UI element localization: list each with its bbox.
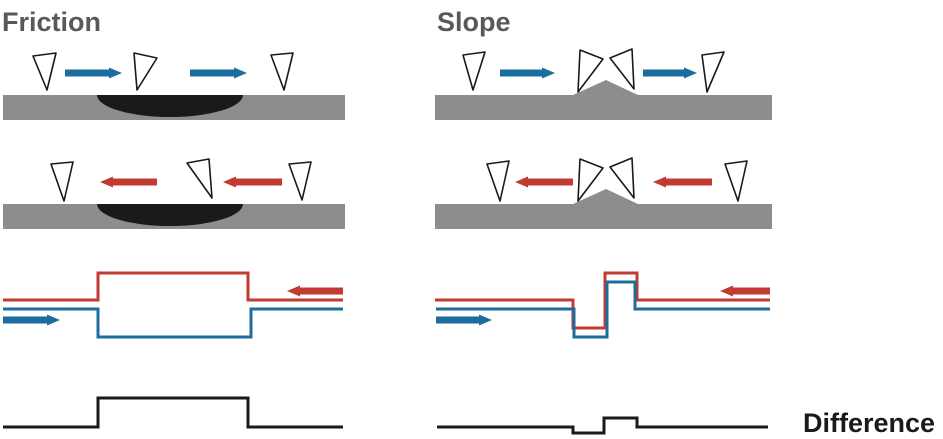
afm-tip-icon (462, 51, 486, 91)
retrace-signal-line (435, 271, 770, 330)
friction-signal-row (3, 271, 343, 339)
friction-title: Friction (2, 7, 101, 37)
afm-tip-icon (270, 52, 294, 91)
difference-label: Difference (803, 408, 935, 438)
topography-bump (573, 189, 638, 204)
friction-patch (97, 204, 243, 226)
difference-signal-line (3, 396, 343, 429)
retrace-arrow-icon (100, 176, 157, 188)
surface-bar (435, 95, 772, 120)
retrace-arrow-icon (653, 176, 712, 188)
afm-tip-upslope-icon (577, 158, 604, 202)
retrace-signal-line (3, 271, 343, 302)
friction-trace-surface-row (3, 52, 345, 120)
retrace-arrow-icon (287, 285, 343, 297)
trace-signal-line (436, 280, 770, 339)
trace-arrow-icon (643, 67, 697, 79)
trace-arrow-icon (65, 67, 122, 79)
slope-signal-row (435, 271, 770, 339)
afm-tip-icon (486, 160, 510, 202)
trace-arrow-icon (190, 67, 247, 79)
friction-patch (97, 95, 243, 117)
afm-tip-upslope-icon (577, 49, 604, 93)
slope-difference-row (437, 416, 768, 435)
slope-title: Slope (437, 7, 511, 37)
retrace-arrow-icon (223, 176, 282, 188)
afm-tip-icon (288, 161, 312, 201)
afm-tip-twisted-icon (133, 52, 158, 91)
difference-signal-line (437, 416, 768, 435)
afm-tip-icon (32, 52, 57, 91)
afm-tip-icon (724, 160, 748, 202)
surface-bar (435, 204, 772, 229)
trace-arrow-icon (436, 314, 492, 326)
slope-trace-surface-row (435, 48, 772, 120)
friction-difference-row (3, 396, 343, 429)
topography-bump (573, 80, 638, 95)
afm-tip-twisted-icon (186, 158, 213, 199)
afm-tip-icon (701, 51, 725, 93)
retrace-arrow-icon (515, 176, 573, 188)
retrace-arrow-icon (720, 285, 770, 297)
friction-retrace-surface-row (3, 158, 345, 229)
trace-signal-line (3, 307, 343, 339)
afm-tip-downslope-icon (609, 48, 635, 90)
trace-arrow-icon (3, 314, 60, 326)
slope-retrace-surface-row (435, 157, 772, 229)
afm-tip-downslope-icon (609, 157, 635, 199)
afm-tip-icon (50, 161, 74, 202)
trace-arrow-icon (500, 67, 555, 79)
